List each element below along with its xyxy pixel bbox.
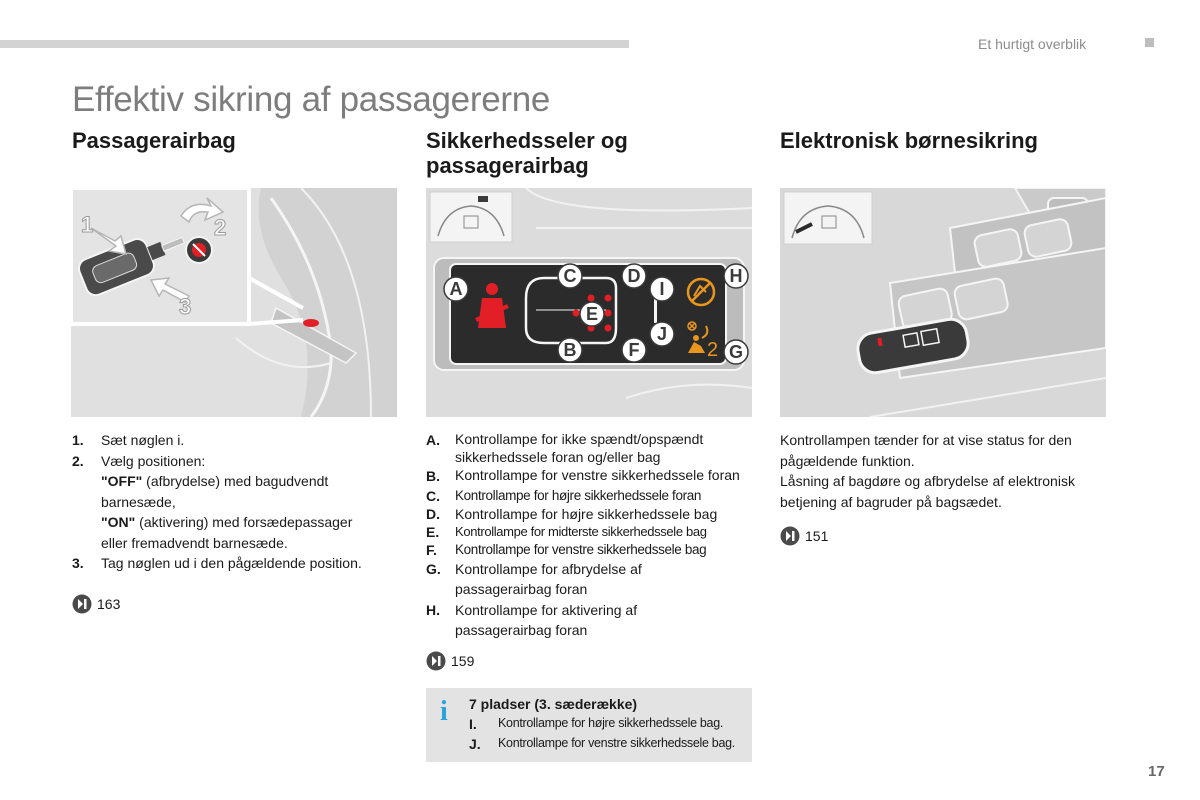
list-item: 3. Tag nøglen ud i den pågældende positi…	[72, 553, 398, 574]
page-reference[interactable]: 151	[780, 526, 1110, 547]
page-reference-number: 159	[451, 652, 475, 669]
item-number: 2.	[72, 452, 84, 469]
seatbelt-panel-illustration: 2 A B C D E F G H I J	[426, 188, 752, 417]
figure-label: C	[564, 266, 577, 286]
column-heading: Passagerairbag	[72, 128, 236, 153]
item-number: 1.	[72, 432, 84, 448]
figure-label: F	[629, 340, 640, 360]
page-reference-icon	[780, 526, 800, 546]
list-item: F. Kontrollampe for venstre sikkerhedsse…	[426, 541, 752, 559]
seatbelt-legend: A. Kontrollampe for ikke spændt/opspændt…	[426, 430, 752, 671]
item-number: 3.	[72, 555, 84, 571]
item-letter: E.	[426, 523, 440, 540]
column-heading: Elektronisk børnesikring	[780, 128, 1038, 153]
info-row: I. Kontrollampe for højre sikkerhedssele…	[469, 716, 723, 732]
section-marker	[1145, 38, 1154, 47]
description-paragraph: Kontrollampen tænder for at vise status …	[780, 432, 1072, 469]
item-letter: H.	[426, 601, 440, 618]
page-reference-number: 151	[805, 528, 829, 544]
list-item: 1. Sæt nøglen i.	[72, 430, 398, 451]
on-text: (aktivering) med forsædepassager eller f…	[101, 514, 353, 551]
info-title: 7 pladser (3. sæderække)	[469, 696, 638, 712]
info-row: J. Kontrollampe for venstre sikkerhedsse…	[469, 736, 735, 752]
item-letter: D.	[426, 505, 440, 522]
figure-label: D	[628, 266, 641, 286]
child-lock-illustration	[780, 188, 1106, 417]
figure-label: 2	[214, 215, 226, 240]
list-item: E. Kontrollampe for midterste sikkerheds…	[426, 523, 752, 541]
list-item: C. Kontrollampe for højre sikkerhedssele…	[426, 487, 752, 505]
info-row-text: Kontrollampe for venstre sikkerhedssele …	[498, 736, 735, 750]
description-paragraph: Låsning af bagdøre og afbrydelse af elek…	[780, 473, 1075, 510]
item-letter: C.	[426, 487, 440, 504]
info-row-letter: I.	[469, 716, 477, 732]
info-row-text: Kontrollampe for højre sikkerhedssele ba…	[498, 716, 724, 730]
item-text: Vælg positionen:	[101, 452, 206, 469]
figure-label: B	[564, 340, 577, 360]
page-reference-number: 163	[97, 595, 121, 612]
item-text: Kontrollampe for venstre sikkerhedssele …	[455, 467, 740, 483]
page-reference[interactable]: 163	[72, 594, 398, 615]
on-label: "ON"	[101, 514, 136, 530]
column-passenger-airbag: Passagerairbag	[72, 128, 399, 188]
figure-child-lock	[780, 188, 1106, 417]
figure-seatbelt-panel: 2 A B C D E F G H I J	[426, 188, 752, 417]
off-text: (afbrydelse) med bagudvendt barnesæde,	[101, 473, 329, 510]
figure-label: G	[729, 342, 743, 362]
list-item: A. Kontrollampe for ikke spændt/opspændt…	[426, 430, 752, 466]
option-off: "OFF" (afbrydelse) med bagudvendt barnes…	[72, 471, 372, 512]
off-label: "OFF"	[101, 473, 143, 489]
list-item: B. Kontrollampe for venstre sikkerhedsse…	[426, 466, 752, 487]
item-letter: G.	[426, 560, 441, 577]
column-seatbelts: Sikkerhedsseler og passagerairbag	[426, 128, 753, 188]
figure-label: H	[730, 266, 743, 286]
figure-label: 1	[81, 212, 93, 237]
page-reference-icon	[72, 594, 92, 614]
figure-label: E	[586, 304, 598, 324]
page-number: 17	[1148, 763, 1165, 780]
info-icon: i	[440, 696, 448, 727]
item-text: Kontrollampe for midterste sikkerhedssel…	[455, 523, 707, 539]
list-item: 2. Vælg positionen:	[72, 451, 398, 472]
figure-label: A	[450, 279, 463, 299]
column-child-lock: Elektronisk børnesikring	[780, 128, 1107, 188]
option-on: "ON" (aktivering) med forsædepassager el…	[72, 512, 382, 553]
airbag-instructions: 1. Sæt nøglen i. 2. Vælg positionen: "OF…	[72, 430, 398, 614]
figure-label: 3	[179, 294, 191, 319]
child-lock-description: Kontrollampen tænder for at vise status …	[780, 430, 1110, 547]
header-bar	[0, 40, 629, 48]
figure-airbag-switch: 1 2 3	[71, 188, 397, 417]
item-text: Kontrollampe for højre sikkerhedssele fo…	[455, 487, 702, 503]
page-reference-icon	[426, 651, 446, 671]
figure-label: J	[657, 324, 667, 344]
item-text: Kontrollampe for afbrydelse af passagera…	[455, 560, 642, 598]
item-text: Kontrollampe for højre sikkerhedssele ba…	[455, 505, 718, 522]
info-box-seven-seats: i 7 pladser (3. sæderække) I. Kontrollam…	[426, 688, 752, 762]
info-row-letter: J.	[469, 736, 481, 752]
item-letter: F.	[426, 541, 437, 558]
item-text: Kontrollampe for aktivering af passagera…	[455, 601, 638, 639]
item-text: Kontrollampe for ikke spændt/opspændt si…	[455, 431, 704, 465]
item-letter: A.	[426, 432, 440, 448]
item-text: Sæt nøglen i.	[101, 432, 185, 448]
page-reference[interactable]: 159	[426, 651, 752, 672]
airbag-switch-illustration: 1 2 3	[71, 188, 397, 417]
item-letter: B.	[426, 468, 440, 484]
column-heading: Sikkerhedsseler og passagerairbag	[426, 128, 628, 178]
list-item: H. Kontrollampe for aktivering af passag…	[426, 600, 752, 641]
list-item: G. Kontrollampe for afbrydelse af passag…	[426, 559, 752, 600]
list-item: D. Kontrollampe for højre sikkerhedssele…	[426, 505, 752, 523]
figure-label: I	[659, 279, 664, 299]
airbag-digit: 2	[707, 339, 718, 361]
item-text: Kontrollampe for venstre sikkerhedssele …	[455, 541, 707, 557]
section-label: Et hurtigt overblik	[978, 36, 1087, 52]
item-text: Tag nøglen ud i den pågældende position.	[101, 555, 362, 571]
page-title: Effektiv sikring af passagererne	[72, 80, 551, 119]
